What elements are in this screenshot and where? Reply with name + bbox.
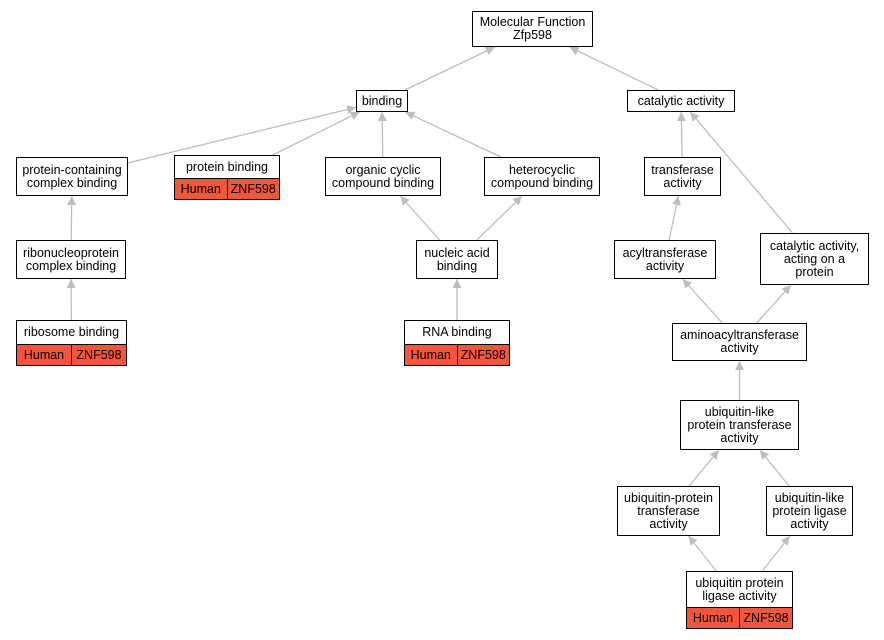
node-label: protein-containing complex binding [22,162,122,190]
node-label: ubiquitin protein ligase activity [695,575,784,603]
annotation-species: Human [405,345,457,365]
node-label: Molecular Function Zfp598 [479,15,586,42]
node-ubiquitin-like-protein-ligase-activity: ubiquitin-like protein ligase activity [766,486,853,536]
node-ubiquitin-protein-transferase-activity: ubiquitin-protein transferase activity [617,486,720,536]
node-label: ribonucleoprotein complex binding [23,245,119,273]
node-aminoacyltransferase-activity: aminoacyltransferase activity [672,323,807,361]
edge-aminoacyltransferase_activity-to-catalytic_activity_acting_on_protein [756,284,792,324]
node-label: ubiquitin-protein transferase activity [624,490,713,531]
edge-nucleic_acid_binding-to-organic_cyclic_compound_binding [399,195,441,241]
node-label: RNA binding [422,325,492,339]
annotation-species: Human [687,608,739,628]
edge-protein_containing_complex_binding-to-binding [127,105,357,164]
node-label: organic cyclic compound binding [331,162,435,190]
edge-catalytic_activity_acting_on_protein-to-catalytic_activity [689,111,794,234]
edge-aminoacyltransferase_activity-to-acyltransferase_activity [682,278,723,324]
node-label: acyltransferase activity [622,245,708,273]
annotation-species: Human [175,179,227,199]
node-label: protein binding [185,159,268,174]
annotation-row: Human ZNF598 [17,344,126,365]
node-label: aminoacyltransferase activity [680,328,799,355]
edge-ubiquitin_protein_ligase_activity-to-ubiquitin_protein_transferase_activity [687,535,717,572]
edge-protein_binding-to-binding [272,111,361,156]
node-acyltransferase-activity: acyltransferase activity [614,240,716,279]
edge-ubiquitin_protein_transferase_activity-to-ubiquitin_like_protein_transferase_activity [688,449,720,487]
annotation-row: Human ZNF598 [405,344,509,365]
node-catalytic-activity: catalytic activity [627,90,735,112]
annotation-gene: ZNF598 [739,608,792,628]
edge-nucleic_acid_binding-to-heterocyclic_compound_binding [476,195,523,241]
node-rna-binding: RNA binding Human ZNF598 [404,320,510,366]
node-catalytic-activity-acting-on-a-protein: catalytic activity, acting on a protein [760,233,869,285]
annotation-gene: ZNF598 [456,345,509,365]
edge-acyltransferase_activity-to-transferase_activity [668,195,681,241]
node-label: ubiquitin-like protein ligase activity [772,490,847,531]
node-nucleic-acid-binding: nucleic acid binding [416,240,498,279]
node-label: nucleic acid binding [424,245,490,273]
node-binding: binding [356,90,408,112]
node-ribonucleoprotein-complex-binding: ribonucleoprotein complex binding [16,240,126,279]
edge-binding-to-molecular_function [404,46,496,91]
node-ubiquitin-like-protein-transferase-activity: ubiquitin-like protein transferase activ… [680,400,799,450]
edge-transferase_activity-to-catalytic_activity [676,111,686,158]
node-protein-containing-complex-binding: protein-containing complex binding [16,157,128,196]
node-heterocyclic-compound-binding: heterocyclic compound binding [484,157,600,196]
node-transferase-activity: transferase activity [644,157,721,196]
node-protein-binding: protein binding Human ZNF598 [174,155,280,200]
node-organic-cyclic-compound-binding: organic cyclic compound binding [325,157,441,196]
edge-organic_cyclic_compound_binding-to-binding [377,111,387,158]
annotation-species: Human [17,345,71,365]
edge-heterocyclic_compound_binding-to-binding [405,111,501,158]
edge-ubiquitin_like_protein_ligase_activity-to-ubiquitin_like_protein_transferase_activity [759,449,790,487]
edge-catalytic_activity-to-molecular_function [569,46,659,91]
node-label: catalytic activity [637,93,725,108]
annotation-gene: ZNF598 [226,179,279,199]
node-label: catalytic activity, acting on a protein [769,238,860,279]
node-label: heterocyclic compound binding [490,162,594,190]
annotation-row: Human ZNF598 [175,178,279,199]
node-label: ribosome binding [23,325,120,339]
node-label: binding [361,93,403,108]
edge-ribonucleoprotein_complex_binding-to-protein_containing_complex_binding [67,195,77,241]
annotation-row: Human ZNF598 [687,607,792,628]
node-label: transferase activity [651,162,714,190]
annotation-gene: ZNF598 [71,345,126,365]
node-molecular-function: Molecular Function Zfp598 [472,11,593,47]
node-label: ubiquitin-like protein transferase activ… [687,404,792,445]
node-ribosome-binding: ribosome binding Human ZNF598 [16,320,127,366]
node-ubiquitin-protein-ligase-activity: ubiquitin protein ligase activity Human … [686,571,793,629]
edge-ubiquitin_protein_ligase_activity-to-ubiquitin_like_protein_ligase_activity [761,535,791,572]
